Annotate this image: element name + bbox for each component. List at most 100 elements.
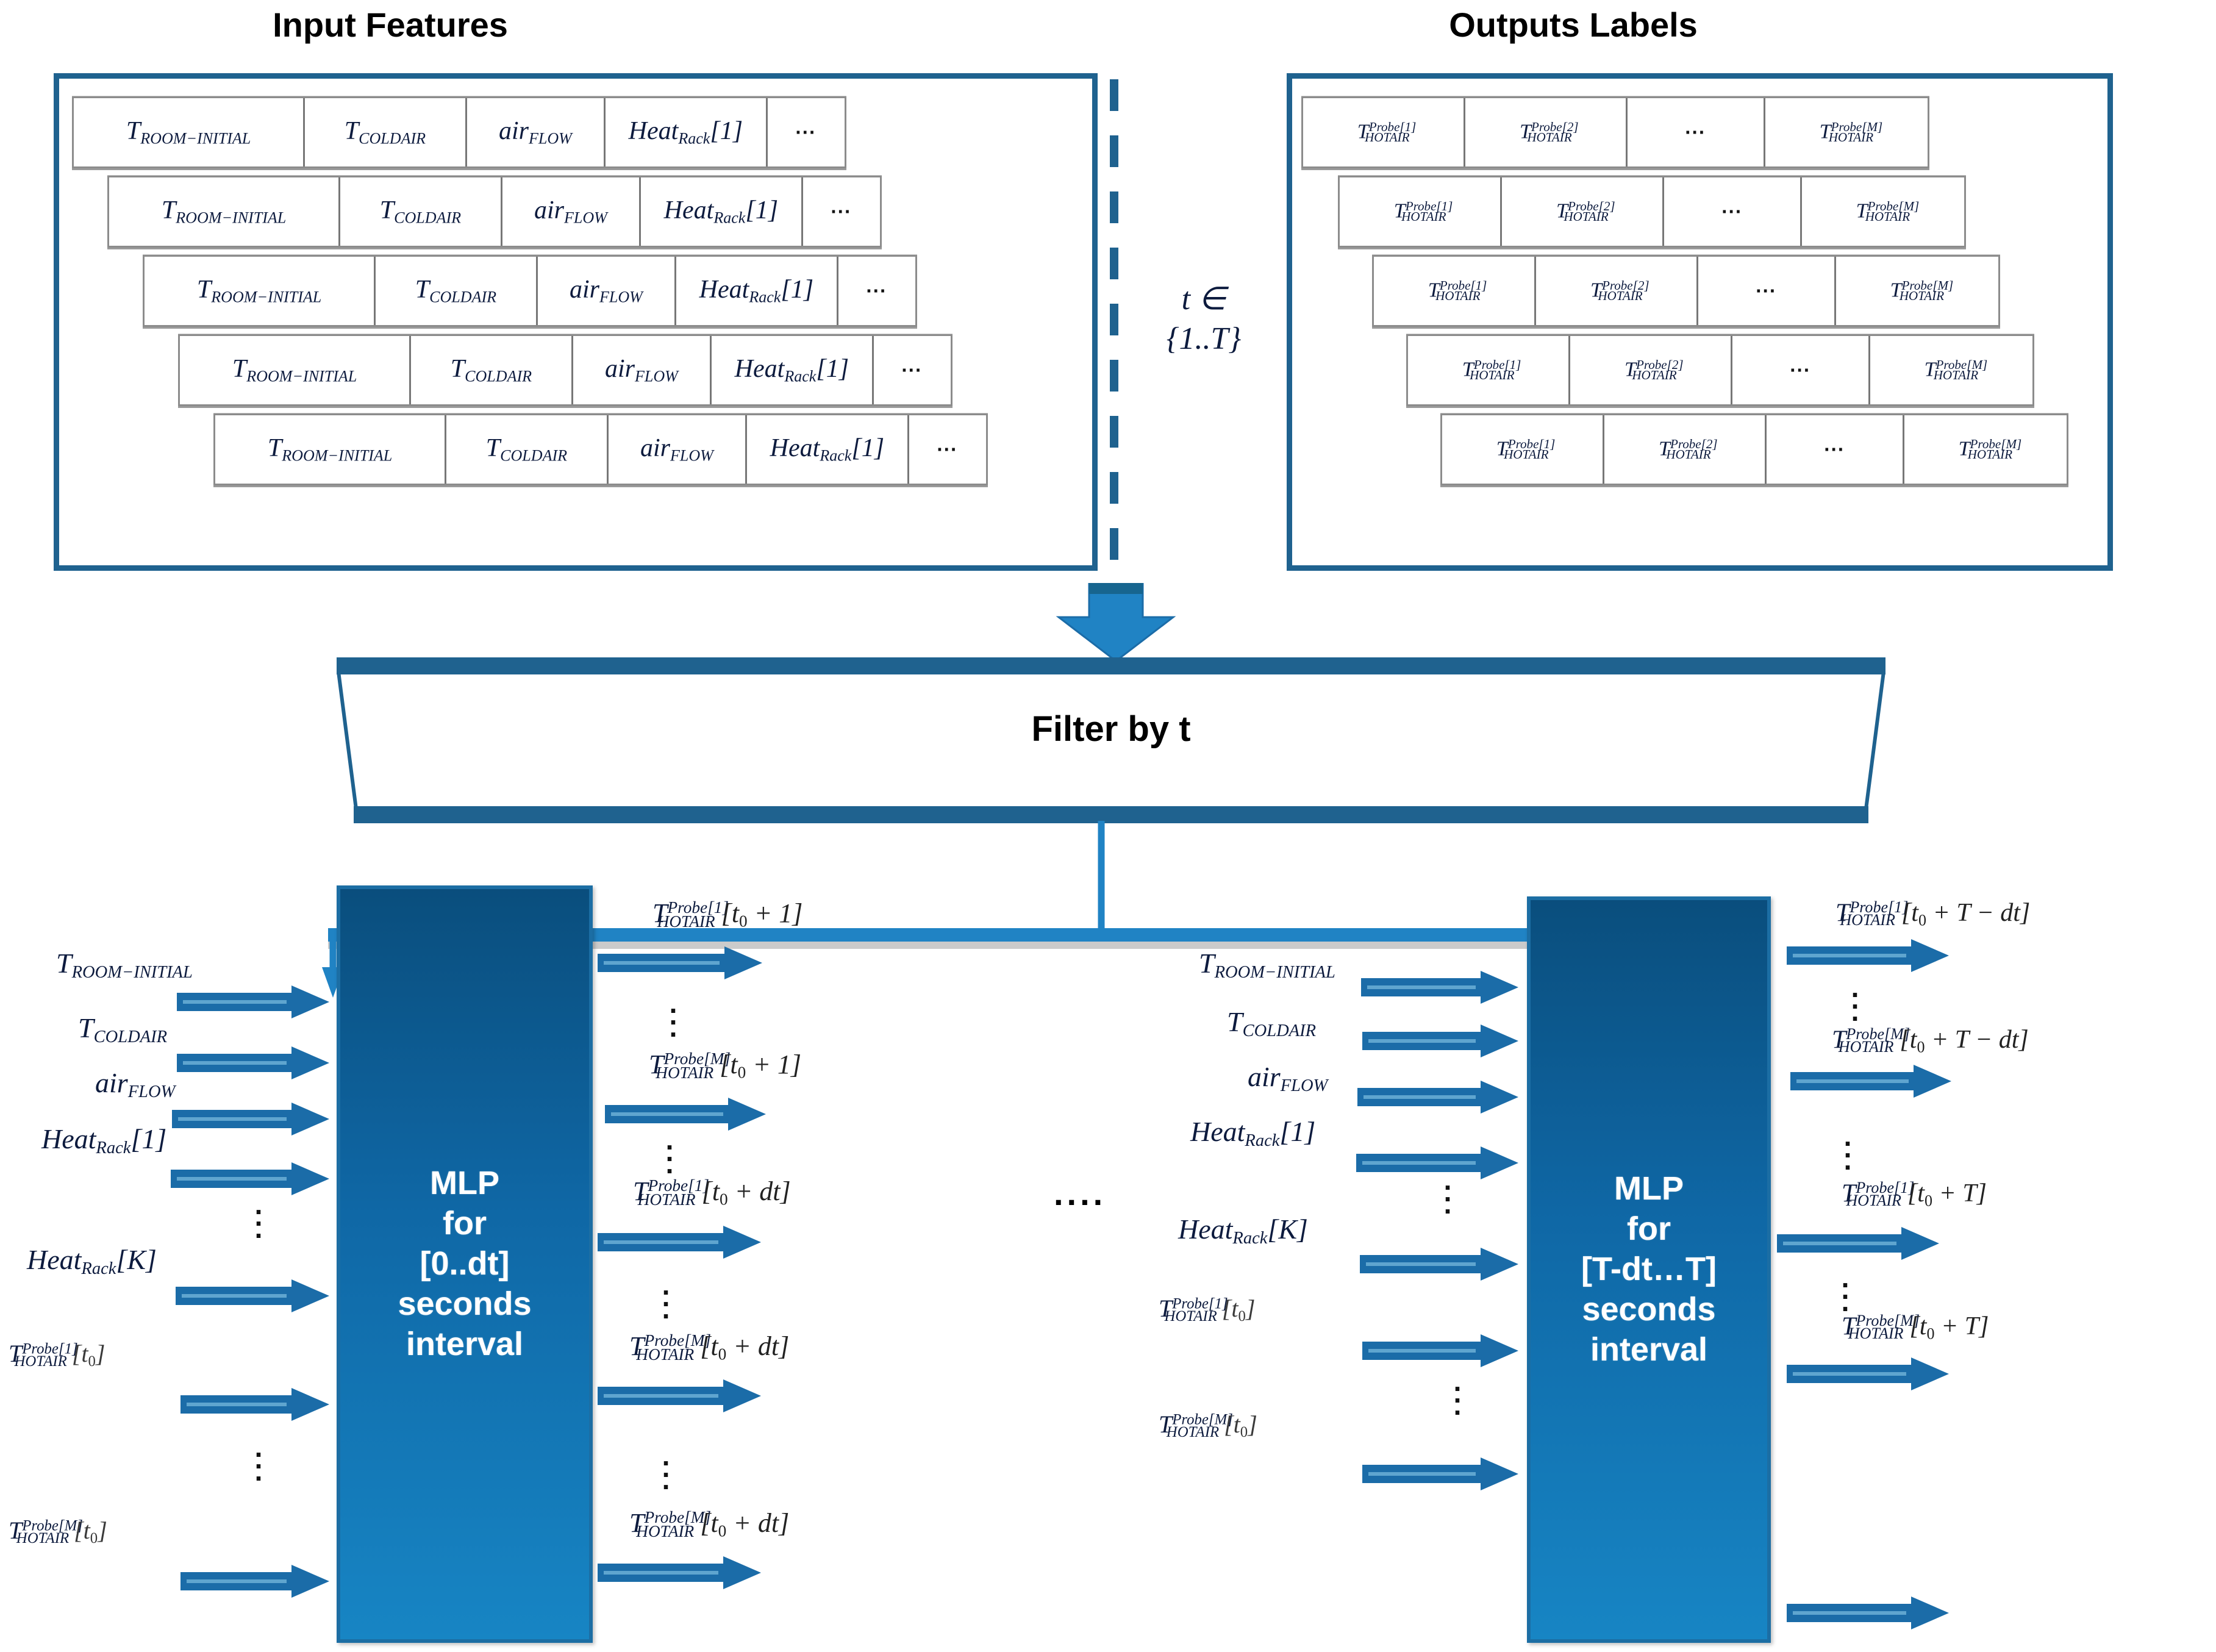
- cell-ellipsis: ⋯: [936, 438, 959, 461]
- mlp-right-line-0: MLP: [1614, 1170, 1684, 1207]
- output-arrow-icon: [1787, 1357, 1949, 1390]
- cell-t-coldair: TCOLDAIR: [446, 415, 609, 484]
- input-arrow-icon: [176, 1279, 329, 1312]
- input-arrow-icon: [1360, 1248, 1518, 1281]
- mlp-right-input-label-heat-rack-k: HeatRack[K]: [1178, 1214, 1308, 1248]
- mlp-left-title: MLP for [0..dt] seconds interval: [398, 1164, 531, 1364]
- filter-by-t-shape[interactable]: [337, 657, 1885, 823]
- input-feature-row: TROOM−INITIAL TCOLDAIR airFLOW HeatRack[…: [143, 255, 917, 327]
- cell-t-room-initial: TROOM−INITIAL: [215, 415, 447, 484]
- cell-probe-2: TProbe[2]HOTAIR: [1502, 177, 1665, 246]
- cell-probe-1: TProbe[1]HOTAIR: [1408, 336, 1571, 404]
- cell-ellipsis: ⋯: [1664, 177, 1802, 246]
- mlp-left-output-label-probe-m-t0-plus-1: TProbe[M]HOTAIR[t0 + 1]: [649, 1049, 802, 1082]
- mlp-left-input-label-probe-m-t0: TProbe[M]HOTAIR[t0]: [9, 1517, 107, 1547]
- output-label-row: TProbe[1]HOTAIR TProbe[2]HOTAIR ⋯ TProbe…: [1372, 255, 2000, 327]
- mlp-left-input-label-probe-1-t0: TProbe[1]HOTAIR[t0]: [9, 1340, 105, 1370]
- output-arrow-icon: [598, 1379, 761, 1412]
- cell-heat-rack-1: HeatRack[1]: [676, 257, 838, 325]
- mlp-block-right[interactable]: MLP for [T-dt…T] seconds interval: [1527, 896, 1771, 1643]
- output-arrow-icon: [1777, 1227, 1939, 1260]
- mlp-left-line-3: seconds: [398, 1285, 532, 1322]
- mlp-left-line-0: MLP: [430, 1165, 499, 1202]
- cell-heat-rack-1: HeatRack[1]: [747, 415, 909, 484]
- mlp-right-line-1: for: [1627, 1210, 1671, 1248]
- cell-t-coldair: TCOLDAIR: [340, 177, 502, 246]
- t-range-label: t ∈ {1..T}: [1131, 281, 1277, 357]
- output-arrow-icon: [1787, 1597, 1949, 1629]
- between-mlps-ellipsis: ....: [1054, 1174, 1107, 1212]
- input-feature-row: TROOM−INITIAL TCOLDAIR airFLOW HeatRack[…: [72, 96, 846, 168]
- cell-probe-m: TProbe[M]HOTAIR: [1819, 119, 1883, 145]
- filter-by-t-label: Filter by t: [1031, 709, 1191, 749]
- mlp-left-output-label-probe-1-t0-plus-1: TProbe[1]HOTAIR[t0 + 1]: [652, 898, 803, 931]
- page-title-outputs-labels: Outputs Labels: [1449, 5, 1698, 44]
- cell-probe-2: TProbe[2]HOTAIR: [1570, 336, 1733, 404]
- input-arrow-icon: [1356, 1146, 1518, 1179]
- input-arrow-icon: [177, 985, 329, 1018]
- vertical-ellipsis-icon: ...: [662, 1269, 670, 1325]
- mlp-right-input-label-t-room-initial: TROOM−INITIAL: [1199, 948, 1335, 982]
- cell-probe-1: TProbe[1]HOTAIR: [1303, 98, 1466, 166]
- output-label-row: TProbe[1]HOTAIR TProbe[2]HOTAIR ⋯ TProbe…: [1338, 176, 1966, 248]
- mlp-left-input-label-heat-rack-1: HeatRack[1]: [41, 1123, 167, 1157]
- output-arrow-icon: [1790, 1065, 1951, 1098]
- vertical-ellipsis-icon: ...: [1443, 1164, 1452, 1220]
- mlp-right-input-label-t-coldair: TCOLDAIR: [1227, 1006, 1316, 1040]
- vertical-ellipsis-icon: ...: [662, 1440, 670, 1495]
- cell-t-coldair: TCOLDAIR: [305, 98, 467, 166]
- vertical-ellipsis-icon: ...: [254, 1189, 263, 1244]
- input-arrow-icon: [180, 1388, 329, 1421]
- output-arrow-icon: [605, 1098, 766, 1131]
- mlp-left-output-label-probe-1-t0-plus-dt: TProbe[1]HOTAIR[t0 + dt]: [633, 1176, 791, 1209]
- vertical-ellipsis-icon: ...: [1851, 971, 1859, 1027]
- cell-t-coldair: TCOLDAIR: [376, 257, 538, 325]
- vertical-ellipsis-icon: ...: [1453, 1365, 1462, 1421]
- cell-t-coldair: TCOLDAIR: [411, 336, 573, 404]
- t-range-line1: t ∈: [1181, 282, 1226, 316]
- mlp-right-line-3: seconds: [1582, 1290, 1716, 1328]
- t-range-line2: {1..T}: [1166, 321, 1242, 356]
- cell-ellipsis: ⋯: [1732, 336, 1870, 404]
- mlp-right-output-label-probe-m-t0-plus-T-minus-dt: TProbe[M]HOTAIR[t0 + T − dt]: [1832, 1024, 2029, 1056]
- mlp-right-input-label-heat-rack-1: HeatRack[1]: [1190, 1116, 1316, 1150]
- input-arrow-icon: [180, 1565, 329, 1598]
- cell-probe-1: TProbe[1]HOTAIR: [1442, 415, 1605, 484]
- output-label-rows: TProbe[1]HOTAIR TProbe[2]HOTAIR ⋯ TProbe…: [1287, 73, 2113, 571]
- mlp-block-left[interactable]: MLP for [0..dt] seconds interval: [337, 885, 593, 1643]
- vertical-ellipsis-icon: ...: [254, 1431, 263, 1487]
- cell-air-flow: airFLOW: [573, 336, 712, 404]
- cell-probe-m: TProbe[M]HOTAIR: [1958, 436, 2022, 462]
- cell-heat-rack-1: HeatRack[1]: [606, 98, 768, 166]
- cell-t-room-initial: TROOM−INITIAL: [180, 336, 412, 404]
- output-arrow-icon: [598, 946, 762, 979]
- cell-probe-m: TProbe[M]HOTAIR: [1856, 198, 1920, 224]
- vertical-ellipsis-icon: ...: [1841, 1262, 1850, 1317]
- output-arrow-icon: [598, 1556, 761, 1589]
- cell-t-room-initial: TROOM−INITIAL: [109, 177, 341, 246]
- vertical-ellipsis-icon: ...: [669, 987, 677, 1043]
- mlp-right-input-label-probe-m-t0: TProbe[M]HOTAIR[t0]: [1159, 1411, 1257, 1440]
- input-arrow-icon: [172, 1103, 329, 1135]
- mlp-left-input-label-t-room-initial: TROOM−INITIAL: [56, 948, 193, 982]
- output-label-row: TProbe[1]HOTAIR TProbe[2]HOTAIR ⋯ TProbe…: [1440, 413, 2068, 485]
- cell-t-room-initial: TROOM−INITIAL: [145, 257, 376, 325]
- mlp-right-line-4: interval: [1590, 1331, 1708, 1368]
- cell-ellipsis: ⋯: [795, 121, 818, 144]
- mlp-right-input-label-air-flow: airFLOW: [1248, 1061, 1328, 1095]
- mlp-right-output-label-probe-m-t0-plus-T: TProbe[M]HOTAIR[t0 + T]: [1842, 1311, 1989, 1343]
- cell-ellipsis: ⋯: [865, 279, 888, 302]
- mlp-left-input-label-air-flow: airFLOW: [95, 1067, 176, 1101]
- mlp-right-input-label-probe-1-t0: TProbe[1]HOTAIR[t0]: [1159, 1295, 1256, 1325]
- input-arrow-icon: [177, 1046, 329, 1079]
- mlp-right-output-label-probe-1-t0-plus-T: TProbe[1]HOTAIR[t0 + T]: [1842, 1178, 1987, 1210]
- mlp-left-line-4: interval: [406, 1325, 524, 1362]
- cell-ellipsis: ⋯: [830, 200, 853, 223]
- input-arrow-icon: [1362, 1457, 1518, 1490]
- input-arrow-icon: [1361, 971, 1518, 1004]
- cell-probe-2: TProbe[2]HOTAIR: [1465, 98, 1628, 166]
- output-label-row: TProbe[1]HOTAIR TProbe[2]HOTAIR ⋯ TProbe…: [1301, 96, 1929, 168]
- vertical-ellipsis-icon: ...: [665, 1124, 674, 1179]
- mlp-left-input-label-heat-rack-k: HeatRack[K]: [27, 1244, 157, 1278]
- cell-air-flow: airFLOW: [502, 177, 642, 246]
